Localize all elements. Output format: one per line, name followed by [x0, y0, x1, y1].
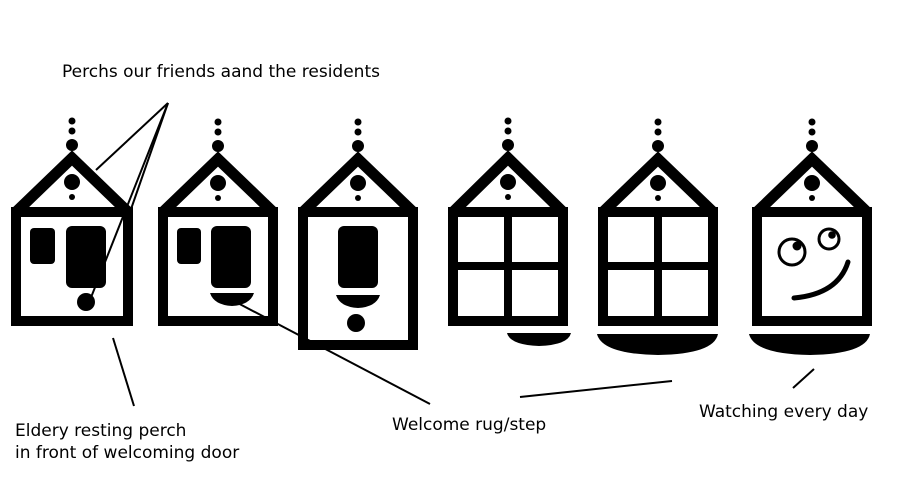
window: [177, 228, 201, 264]
house-3: [298, 118, 418, 350]
door: [66, 226, 106, 288]
house-5: [597, 118, 718, 355]
roof: [449, 150, 567, 216]
leader-rug-to-rugs: [519, 380, 673, 398]
label-perches: Perchs our friends aand the residents: [62, 62, 380, 82]
door: [338, 226, 378, 288]
welcome-rug: [749, 334, 870, 355]
leader-watching-to-face: [792, 368, 815, 389]
roof: [12, 150, 132, 216]
label-eldery-line-2: in front of welcoming door: [15, 443, 240, 463]
leader-perches-to-house-1-roof: [95, 102, 169, 171]
roof-ornament: [804, 175, 820, 201]
perch: [347, 314, 365, 332]
house-body: [11, 207, 133, 326]
eye-left: [777, 237, 807, 267]
leader-eldery-to-perch: [112, 337, 135, 407]
roof-ornament: [350, 175, 366, 201]
leader-lines: [89, 102, 815, 407]
roof-ornament: [500, 174, 516, 200]
house-body: [752, 207, 872, 326]
house-6: [749, 118, 872, 355]
door: [211, 226, 251, 288]
eye-right: [817, 227, 841, 251]
roof-ornament: [64, 174, 80, 200]
label-eldery-line-1: Eldery resting perch: [15, 421, 187, 441]
leader-rug-to-house-2-step: [231, 299, 431, 405]
hanging-chain: [352, 118, 364, 152]
house-body: [158, 207, 278, 326]
smile: [791, 259, 851, 301]
label-welcome-rug: Welcome rug/step: [392, 415, 547, 435]
roof: [599, 151, 717, 216]
roof: [159, 151, 277, 216]
hanging-chain: [66, 117, 78, 151]
roof-ornament: [210, 175, 226, 201]
hanging-chain: [212, 118, 224, 152]
hanging-chain: [806, 118, 818, 152]
roof: [753, 151, 871, 216]
roof-ornament: [650, 175, 666, 201]
house-1: [11, 117, 133, 326]
roof: [299, 151, 417, 216]
leader-perches-to-house-2-roof: [129, 102, 169, 213]
label-watching: Watching every day: [699, 402, 869, 422]
label-eldery-perch: Eldery resting perch in front of welcomi…: [15, 420, 239, 464]
window: [30, 228, 55, 264]
leader-perches-to-house-1-perch: [89, 102, 169, 301]
house-body: [298, 207, 418, 350]
house-2: [158, 118, 278, 326]
hanging-chain: [502, 117, 514, 151]
hanging-chain: [652, 118, 664, 152]
welcome-step: [336, 295, 380, 308]
welcome-rug: [507, 333, 571, 346]
welcome-rug: [597, 334, 718, 355]
welcome-step: [210, 293, 254, 306]
house-4: [448, 117, 571, 346]
